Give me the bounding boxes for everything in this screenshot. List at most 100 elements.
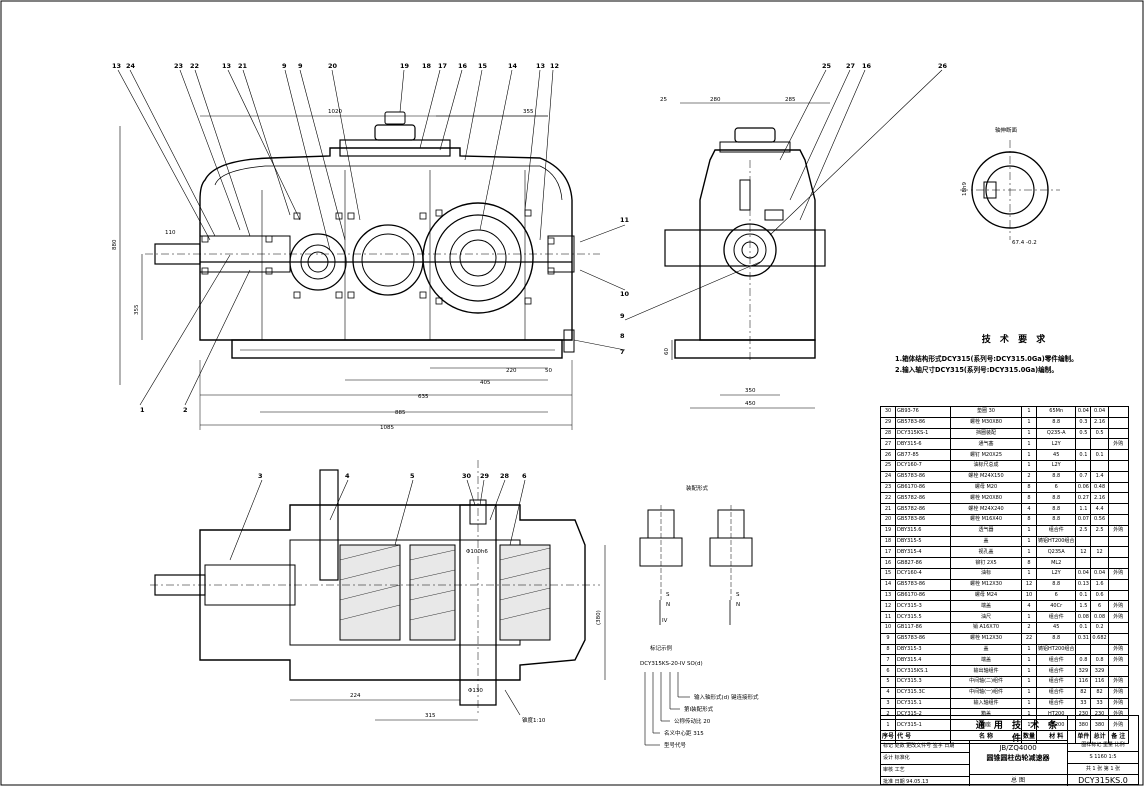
callout-label: 13 xyxy=(222,62,231,70)
bom-cell: 2.16 xyxy=(1090,416,1109,429)
bom-cell: 0.7 xyxy=(1075,470,1092,483)
bom-cell: 4 xyxy=(1021,503,1038,515)
bom-cell: DCY315KS-1 xyxy=(895,427,952,440)
bom-cell xyxy=(1075,535,1092,548)
bom-cell: 1 xyxy=(1021,438,1038,451)
bom-cell: GB5782-86 xyxy=(895,503,952,515)
revision-row: 批准 日期 94.05.13 xyxy=(883,779,929,785)
dim-label: 315 xyxy=(425,713,436,719)
bom-cell: 26 xyxy=(879,449,897,461)
bom-cell: 8.8 xyxy=(1036,492,1077,505)
bom-cell: 总计 xyxy=(1090,729,1109,744)
bom-cell: 116 xyxy=(1090,675,1109,688)
dim-label: (380) xyxy=(596,610,602,625)
bom-cell: DBY315-4 xyxy=(895,546,952,559)
bom-cell xyxy=(1107,578,1129,591)
callout-label: 13 xyxy=(536,62,545,70)
bom-cell: 外购 xyxy=(1107,438,1129,451)
bom-cell: 0.5 xyxy=(1075,427,1092,440)
bom-cell: 0.13 xyxy=(1075,578,1092,591)
bom-cell xyxy=(1107,470,1129,483)
bom-cell: DCY315KS.1 xyxy=(895,665,952,677)
bom-cell: 外购 xyxy=(1107,524,1129,537)
dim-label: 635 xyxy=(418,394,429,400)
assembly-label: IV xyxy=(662,618,668,624)
revision-row: 设计 标准化 xyxy=(881,753,969,765)
bom-cell: GB827-86 xyxy=(895,557,952,569)
dim-label: 60 xyxy=(664,348,670,355)
dim-label: 280 xyxy=(710,97,721,103)
bom-cell: 1 xyxy=(1021,611,1038,623)
bom-cell: 40Cr xyxy=(1036,600,1077,613)
callout-label: 7 xyxy=(620,348,625,356)
bom-cell: 外购 xyxy=(1107,654,1129,667)
bom-cell xyxy=(1107,535,1129,548)
callout-label: 25 xyxy=(822,62,832,70)
bom-cell: 11 xyxy=(879,611,897,623)
bom-cell: 0.08 xyxy=(1090,611,1109,623)
bom-cell xyxy=(1107,513,1129,526)
bom-cell: 螺栓 M24X150 xyxy=(950,470,1023,483)
standard-title: 通 用 技 术 条 件 xyxy=(975,721,1061,744)
bom-cell xyxy=(1075,643,1092,656)
bom-cell: 螺栓 M24X240 xyxy=(950,503,1023,515)
bom-cell: 2 xyxy=(1021,470,1038,483)
callout-label: 15 xyxy=(478,62,488,70)
bom-cell: 0.1 xyxy=(1075,621,1092,634)
bom-cell xyxy=(1107,503,1129,515)
bom-cell: 组合件 xyxy=(1036,611,1077,623)
bom-cell: 销 A16X70 xyxy=(950,621,1023,634)
dim-label: 18h9 xyxy=(962,182,968,196)
bom-cell xyxy=(1090,535,1109,548)
callout-label: 4 xyxy=(345,472,350,480)
bom-cell: 1.4 xyxy=(1090,470,1109,483)
bom-cell: 外购 xyxy=(1107,611,1129,623)
bom-cell: 垫圈 30 xyxy=(950,406,1023,418)
bom-cell: 16 xyxy=(879,557,897,569)
dim-label: 1085 xyxy=(380,425,394,431)
callout-label: 1 xyxy=(140,406,145,414)
bom-cell: 1 xyxy=(1021,427,1038,440)
bom-cell xyxy=(1107,589,1129,602)
bom-cell: 组合件 xyxy=(1036,654,1077,667)
front-view xyxy=(117,69,626,430)
bom-cell: 外购 xyxy=(1107,675,1129,688)
bom-cell: 20 xyxy=(879,513,897,526)
bom-cell: 铸铝HT200组合 xyxy=(1036,535,1077,548)
technical-requirements: 技 术 要 求 1.箱体结构形式DCY315(系列号:DCY315.0Ga)零件… xyxy=(895,335,1135,376)
bom-cell: 0.27 xyxy=(1075,492,1092,505)
bom-cell: 1 xyxy=(1021,665,1038,677)
bom-cell: 6 xyxy=(879,665,897,677)
bom-cell: 19 xyxy=(879,524,897,537)
bom-cell xyxy=(1107,492,1129,505)
callout-label: 9 xyxy=(282,62,287,70)
bom-cell: 外购 xyxy=(1107,643,1129,656)
bom-cell: 组合件 xyxy=(1036,686,1077,699)
bom-cell: 油尺 xyxy=(950,611,1023,623)
bom-cell: GB5783-86 xyxy=(895,632,952,645)
bom-cell: 1.6 xyxy=(1090,578,1109,591)
tech-req-item: 2.输入轴尺寸DCY315(系列号:DCY315.0Ga)编制。 xyxy=(895,366,1058,374)
drawing-code: DCY315KS.0 xyxy=(1067,774,1139,786)
standard-code: JB/ZQ4000 xyxy=(999,744,1037,752)
bom-cell: 通气塞 xyxy=(950,438,1023,451)
bom-cell: 铆钉 2X5 xyxy=(950,557,1023,569)
bom-cell xyxy=(1107,406,1129,418)
bom-cell: 4 xyxy=(879,686,897,699)
dim-label: 锥度1:10 xyxy=(522,716,546,724)
callout-label: 5 xyxy=(410,472,415,480)
bom-cell: 2.5 xyxy=(1090,524,1109,537)
sheet-info: 图样标记 重量 比例 S 1160 1:5 共 1 张 第 1 张 xyxy=(1067,740,1139,774)
code-line: 公称传动比 20 xyxy=(674,717,711,725)
